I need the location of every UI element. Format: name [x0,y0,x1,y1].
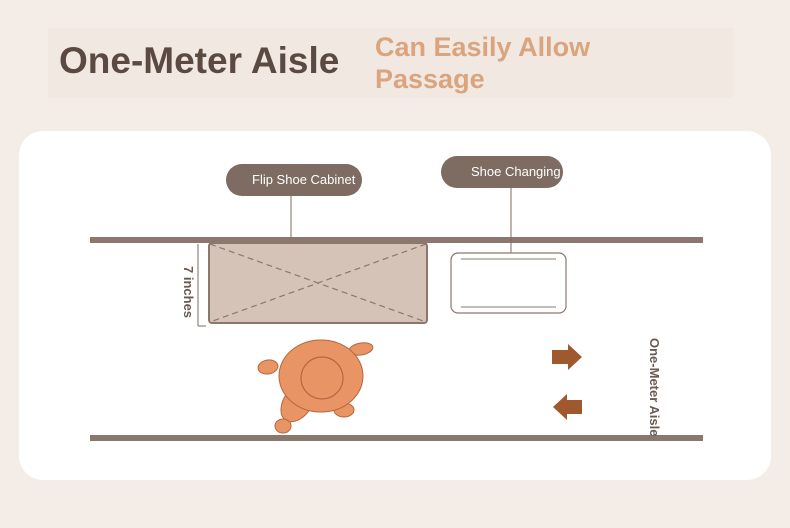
bottom-wall [90,435,703,441]
flip-shoe-cabinet [208,242,428,324]
page-title: One-Meter Aisle [59,40,340,81]
shoe-changing-bench [450,252,567,314]
depth-label: 7 inches [181,266,196,319]
page-subtitle: Can Easily Allow Passage [375,32,591,94]
depth-dimension [197,244,206,327]
title-band [48,28,733,98]
cabinet-label-pill: Flip Shoe Cabinet [226,164,362,196]
person-walking-icon [257,339,374,434]
arrow-left-icon [553,394,582,420]
arrow-right-icon [552,344,582,370]
aisle-width-label: One-Meter Aisle [647,338,662,437]
top-wall [90,237,703,243]
changing-label-pill: Shoe Changing [441,156,563,188]
